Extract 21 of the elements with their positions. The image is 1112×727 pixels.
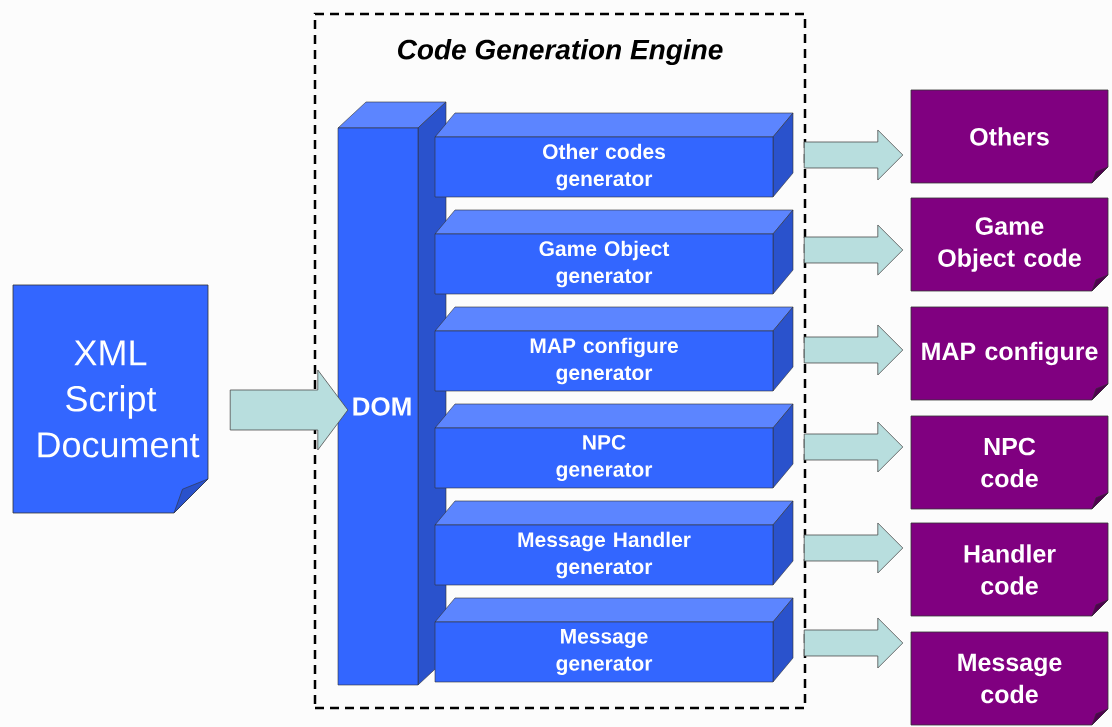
generator-block: Game Object generator bbox=[434, 209, 794, 295]
output-note: NPC code bbox=[910, 415, 1109, 510]
frame-title: Code Generation Engine bbox=[398, 38, 723, 66]
generator-block: Other codes generator bbox=[434, 112, 794, 198]
block-arrow bbox=[803, 324, 904, 376]
dom-block: DOM bbox=[337, 101, 447, 686]
generator-block: Message generator bbox=[434, 597, 794, 683]
output-note: Others bbox=[910, 89, 1109, 184]
block-arrow bbox=[803, 617, 904, 669]
generator-block: Message Handler generator bbox=[434, 500, 794, 586]
output-note: MAP configure bbox=[910, 306, 1109, 401]
output-note: Handler code bbox=[910, 522, 1109, 617]
generator-block: MAP configure generator bbox=[434, 306, 794, 392]
generator-block: NPC generator bbox=[434, 403, 794, 489]
block-arrow bbox=[803, 421, 904, 473]
output-note: Message code bbox=[910, 631, 1109, 726]
block-arrow bbox=[803, 129, 904, 181]
block-arrow bbox=[803, 522, 904, 574]
block-arrow bbox=[229, 369, 349, 451]
block-arrow bbox=[803, 224, 904, 276]
output-note: Game Object code bbox=[910, 197, 1109, 292]
